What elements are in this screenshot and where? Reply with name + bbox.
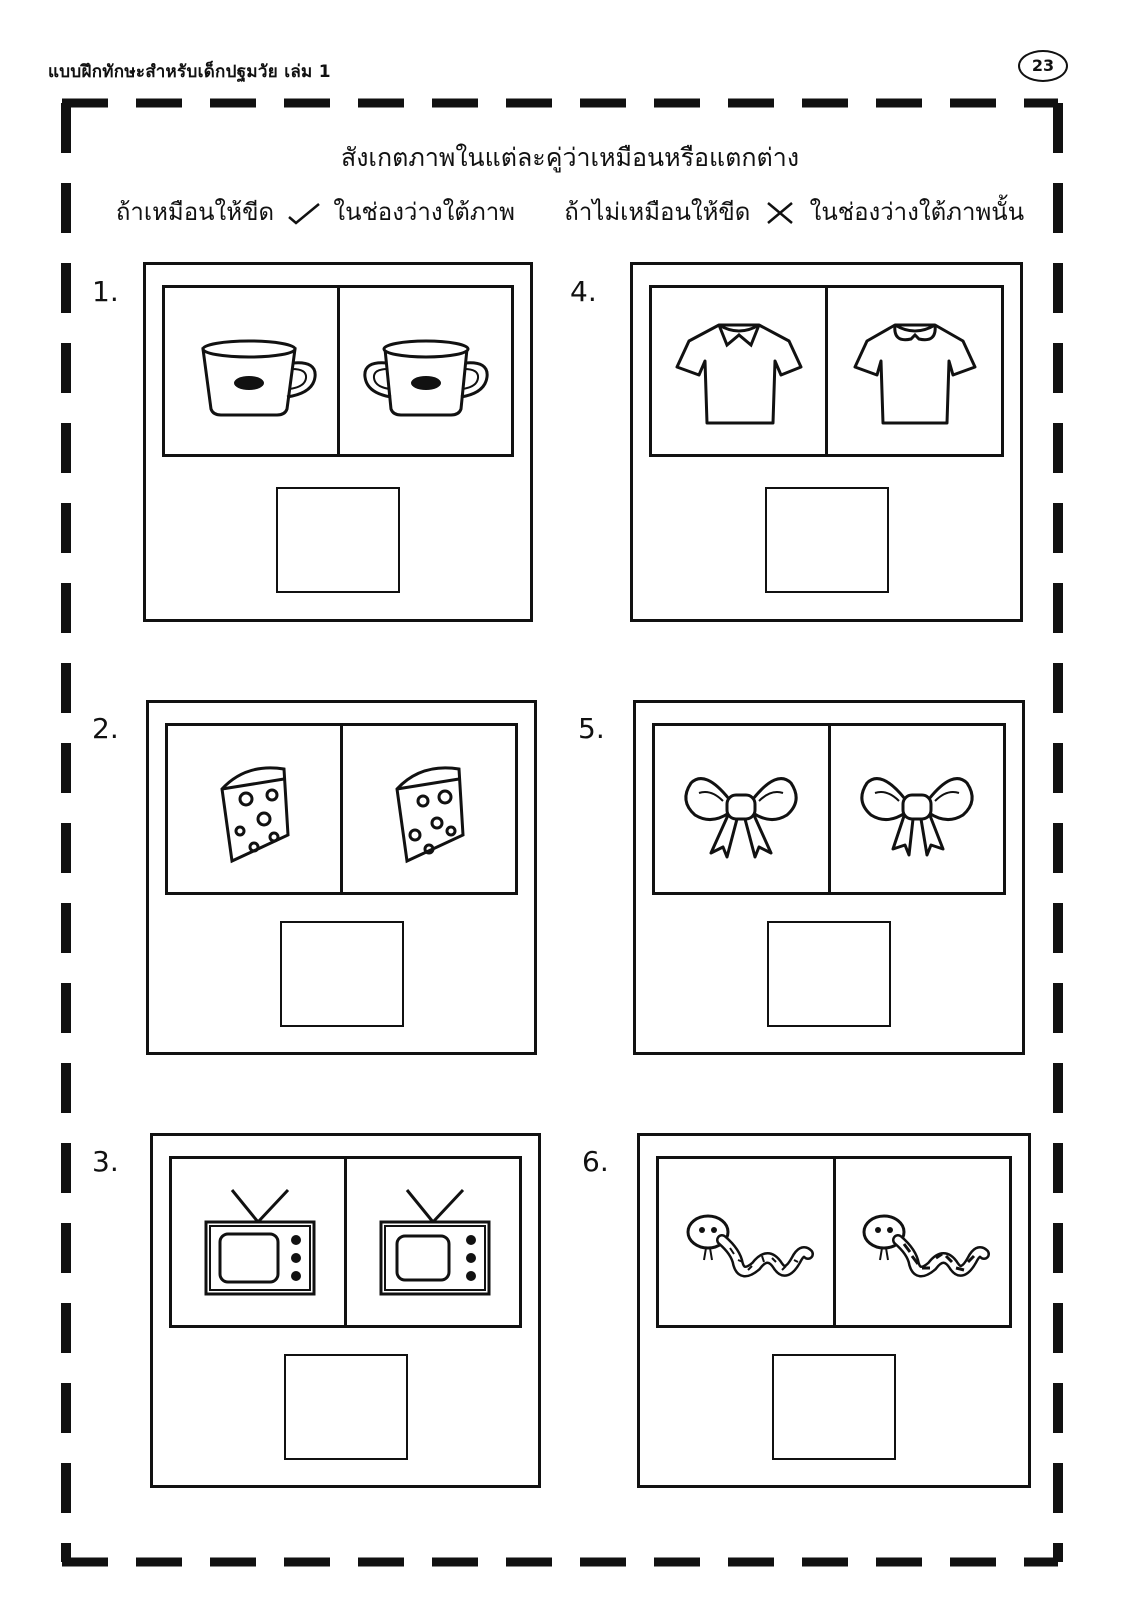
answer-box[interactable] (764, 487, 889, 593)
answer-box[interactable] (767, 921, 891, 1027)
question-number: 1. (92, 275, 119, 308)
check-mark-icon (287, 203, 320, 225)
television-icon (204, 1188, 316, 1296)
picture-left (652, 288, 825, 454)
cup-icon (201, 339, 317, 417)
answer-box[interactable] (279, 921, 404, 1027)
television-icon (379, 1188, 491, 1296)
answer-box[interactable] (772, 1354, 896, 1460)
question-card-4 (630, 262, 1023, 622)
picture-pair (649, 285, 1004, 457)
question-card-3 (150, 1133, 541, 1488)
instruction-line-2: ถ้าเหมือนให้ขีด ในช่องว่างใต้ภาพ ถ้าไม่เ… (80, 192, 1060, 231)
snake-icon (686, 1214, 814, 1278)
question-number: 2. (92, 712, 119, 745)
bow-icon (684, 777, 798, 859)
question-number: 4. (570, 275, 597, 308)
picture-left (165, 288, 337, 454)
worksheet-series-title: แบบฝึกทักษะสำหรับเด็กปฐมวัย เล่ม 1 (48, 62, 331, 82)
question-card-2 (146, 700, 537, 1055)
picture-left (168, 726, 340, 892)
picture-right (340, 726, 515, 892)
question-card-1 (143, 262, 533, 622)
picture-right (344, 1159, 519, 1325)
question-card-6 (637, 1133, 1031, 1488)
picture-right (832, 1159, 1010, 1325)
instruction-same: ถ้าเหมือนให้ขีด (115, 198, 275, 226)
picture-pair (169, 1156, 522, 1328)
question-number: 3. (92, 1145, 119, 1178)
bow-icon (860, 777, 974, 857)
picture-left (659, 1159, 833, 1325)
picture-left (655, 726, 828, 892)
instruction-same-tail: ในช่องว่างใต้ภาพ (333, 198, 515, 226)
answer-box[interactable] (276, 487, 400, 593)
picture-right (336, 288, 512, 454)
picture-left (172, 1159, 344, 1325)
cross-mark-icon (767, 202, 793, 224)
question-card-5 (633, 700, 1025, 1055)
question-number: 5. (578, 712, 605, 745)
picture-pair (656, 1156, 1012, 1328)
cheese-icon (395, 766, 465, 864)
page-number: 23 (1018, 50, 1068, 82)
instruction-diff: ถ้าไม่เหมือนให้ขีด (564, 198, 751, 226)
picture-right (825, 288, 1001, 454)
cup-icon (363, 339, 489, 417)
picture-pair (162, 285, 514, 457)
answer-box[interactable] (283, 1354, 408, 1460)
instruction-line-1: สังเกตภาพในแต่ละคู่ว่าเหมือนหรือแตกต่าง (340, 143, 800, 172)
picture-pair (165, 723, 518, 895)
instruction-diff-tail: ในช่องว่างใต้ภาพนั้น (809, 198, 1025, 226)
cheese-icon (220, 766, 290, 864)
picture-pair (652, 723, 1006, 895)
shirt-icon (853, 323, 976, 425)
picture-right (827, 726, 1004, 892)
snake-icon (862, 1214, 991, 1278)
question-number: 6. (582, 1145, 609, 1178)
shirt-icon (675, 323, 802, 425)
